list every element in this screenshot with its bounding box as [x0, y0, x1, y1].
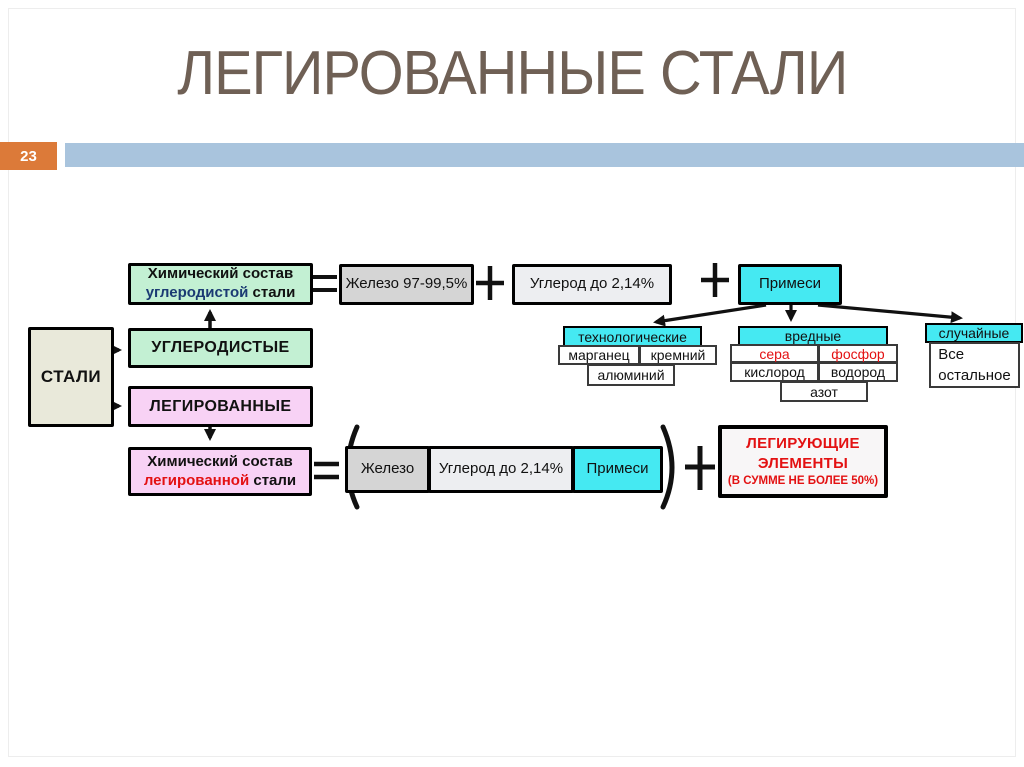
- equals-sign-top: [311, 275, 337, 292]
- chem-alloy-line2: легированной стали: [144, 472, 296, 491]
- page-title: ЛЕГИРОВАННЫЕ СТАЛИ: [0, 38, 1024, 109]
- plus-sign-top-1: [476, 266, 504, 300]
- everything-else-line1: Все: [938, 346, 965, 363]
- cell-everything-else: Все остальное: [929, 342, 1020, 388]
- cell-silicon: кремний: [639, 345, 717, 365]
- alloying-line3: (В СУММЕ НЕ БОЛЕЕ 50%): [727, 475, 879, 488]
- alloying-line2: ЭЛЕМЕНТЫ: [757, 454, 849, 472]
- box-carbon-steels: УГЛЕРОДИСТЫЕ: [128, 328, 313, 368]
- box-sum-impurities: Примеси: [572, 446, 663, 493]
- box-sum-iron: Железо: [345, 446, 430, 493]
- chem-alloy-line1: Химический состав: [147, 452, 293, 470]
- box-sum-carbon: Углерод до 2,14%: [428, 446, 574, 493]
- chem-carbon-highlight: углеродистой: [145, 284, 249, 301]
- box-alloyed-steels: ЛЕГИРОВАННЫЕ: [128, 386, 313, 427]
- cell-aluminum: алюминий: [587, 364, 675, 386]
- cell-phosphorus: фосфор: [818, 344, 898, 363]
- group-header-incidental: случайные: [925, 323, 1023, 343]
- plus-sign-bottom: [685, 446, 715, 490]
- box-chem-composition-carbon: Химический состав углеродистой стали: [128, 263, 313, 305]
- box-iron-percentage: Железо 97-99,5%: [339, 264, 474, 305]
- impurity-branch-arrows: [653, 303, 963, 327]
- page-title-text: ЛЕГИРОВАННЫЕ СТАЛИ: [176, 39, 848, 108]
- box-alloying-elements: ЛЕГИРУЮЩИЕ ЭЛЕМЕНТЫ (В СУММЕ НЕ БОЛЕЕ 50…: [718, 425, 888, 498]
- chem-carbon-line2: углеродистой стали: [146, 284, 296, 303]
- everything-else-line2: остальное: [938, 367, 1011, 384]
- box-steels: СТАЛИ: [28, 327, 114, 427]
- cell-nitrogen: азот: [780, 381, 868, 402]
- chem-alloy-rest: стали: [249, 471, 297, 489]
- group-header-technological: технологические: [563, 326, 702, 347]
- page-number-badge: 23: [0, 142, 57, 170]
- flow-arrows: [110, 309, 216, 441]
- cell-hydrogen: водород: [818, 362, 898, 382]
- box-chem-composition-alloyed: Химический состав легированной стали: [128, 447, 312, 496]
- equals-sign-bottom: [314, 461, 339, 480]
- accent-bar: [65, 143, 1024, 167]
- cell-oxygen: кислород: [730, 362, 819, 382]
- cell-sulfur: сера: [730, 344, 819, 363]
- chem-alloy-highlight: легированной: [143, 471, 250, 489]
- cell-manganese: марганец: [558, 345, 640, 365]
- chem-carbon-rest: стали: [248, 284, 296, 301]
- plus-sign-top-2: [701, 263, 729, 297]
- alloying-line1: ЛЕГИРУЮЩИЕ: [746, 435, 860, 453]
- chem-carbon-line1: Химический состав: [147, 265, 294, 283]
- group-header-harmful: вредные: [738, 326, 888, 346]
- box-carbon-percentage: Углерод до 2,14%: [512, 264, 672, 305]
- box-impurities: Примеси: [738, 264, 842, 305]
